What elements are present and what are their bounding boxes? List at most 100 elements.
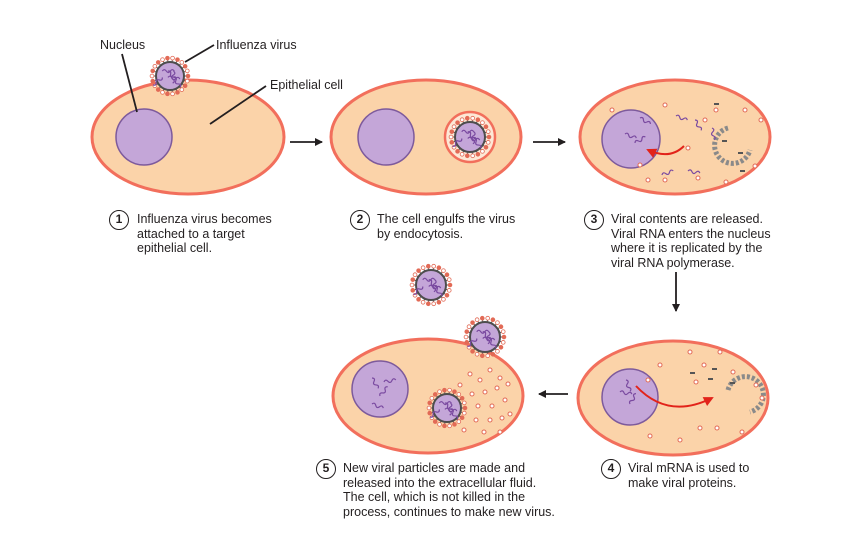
new-viral-particle xyxy=(482,389,488,395)
rna-strand xyxy=(473,137,482,149)
virus-spike-tip xyxy=(459,117,465,123)
new-viral-particle xyxy=(489,403,495,409)
viral-protein xyxy=(687,349,693,355)
rna-strand xyxy=(661,169,674,176)
virus-spike-tip xyxy=(501,334,507,340)
rna-strand xyxy=(471,131,476,145)
new-viral-particle xyxy=(469,391,475,397)
step-5-caption: New viral particles are made and release… xyxy=(343,461,555,519)
rna-strand xyxy=(152,77,163,86)
viral-protein xyxy=(657,362,663,368)
virus-spike-tip xyxy=(447,387,452,393)
virus-spike-tip xyxy=(485,315,491,321)
viral-protein xyxy=(645,377,651,383)
step-3-badge: 3 xyxy=(584,210,604,230)
step-2-caption: The cell engulfs the virus by endocytosi… xyxy=(377,212,515,241)
protein-fragment xyxy=(714,103,719,105)
protein-fragment xyxy=(740,170,745,172)
virus-spike-tip xyxy=(475,117,481,123)
protein-fragment xyxy=(722,140,727,142)
new-viral-particle xyxy=(487,367,493,373)
viral-protein xyxy=(701,362,707,368)
virus-pointer xyxy=(184,44,215,63)
cell-step-3 xyxy=(578,78,772,196)
virus-spike-tip xyxy=(426,405,432,411)
label-influenza-virus: Influenza virus xyxy=(216,38,297,52)
nucleus-pointer xyxy=(121,53,138,113)
rna-strand xyxy=(486,331,491,345)
virus-spike-tip xyxy=(448,134,454,140)
virus-spike-tip xyxy=(461,410,467,416)
viral-particle xyxy=(695,175,701,181)
virus-engulfed-step-2 xyxy=(448,115,492,159)
step-4-caption: Viral mRNA is used to make viral protein… xyxy=(628,461,749,490)
rna-strand xyxy=(434,285,443,297)
virus-spike-tip xyxy=(474,351,480,357)
new-viral-particle xyxy=(473,417,479,423)
virus-spike-tip xyxy=(432,419,438,424)
viral-protein xyxy=(693,379,699,385)
virus-spike-tip xyxy=(464,153,470,159)
viral-particle xyxy=(713,107,719,113)
virus-spike-tip xyxy=(175,57,180,62)
cell-step-2 xyxy=(329,78,523,196)
virus-spike-tip xyxy=(441,297,446,302)
virus-spike-tip xyxy=(456,392,462,397)
step-4-line: Viral mRNA is used to xyxy=(628,461,750,475)
virus-spike-tip xyxy=(452,389,457,394)
broken-endosome-step-4 xyxy=(725,374,766,415)
virus-spike-tip xyxy=(416,297,421,302)
rna-strand xyxy=(422,277,436,282)
rna-strand xyxy=(467,338,478,347)
viral-protein xyxy=(714,425,720,431)
rna-strand xyxy=(452,138,463,147)
viral-protein xyxy=(759,395,765,401)
virus-spike-tip xyxy=(184,78,190,84)
virus-spike-tip xyxy=(152,63,158,69)
nucleus-step-3 xyxy=(601,109,661,169)
virus-spike-tip xyxy=(498,324,504,330)
virus-spike-tip xyxy=(410,277,416,282)
virus-spike-tip xyxy=(420,299,426,305)
rna-strand xyxy=(619,390,633,396)
virus-spike-tip xyxy=(170,91,175,97)
viral-protein xyxy=(739,429,745,435)
step-5-line: released into the extracellular fluid. xyxy=(343,475,537,490)
virus-spike-tip xyxy=(150,78,156,84)
new-viral-particle xyxy=(481,429,487,435)
virus-spike-tip xyxy=(474,317,480,323)
viral-particle xyxy=(723,179,729,185)
virus-spike-tip xyxy=(165,91,170,97)
virus-spike-tip xyxy=(444,292,450,298)
virus-spike-tip xyxy=(425,263,431,269)
step-2-badge: 2 xyxy=(350,210,370,230)
protein-fragment xyxy=(708,378,713,380)
step-1-badge: 1 xyxy=(109,210,129,230)
virus-spike-tip xyxy=(170,55,175,61)
virus-spike-tip xyxy=(490,317,496,323)
new-viral-particle xyxy=(487,417,493,423)
virus-spike-tip xyxy=(441,268,446,273)
viral-particle xyxy=(662,177,668,183)
viral-particle xyxy=(637,162,643,168)
new-viral-particle xyxy=(505,381,511,387)
virus-spike-tip xyxy=(436,265,442,271)
virus-spike-tip xyxy=(185,73,191,79)
viral-particle xyxy=(758,117,764,123)
rna-strand xyxy=(167,75,181,81)
virus-spike-tip xyxy=(464,115,470,121)
step-5-line: New viral particles are made and xyxy=(343,461,526,475)
rna-strand xyxy=(383,378,397,384)
step-3-caption: Viral contents are released. Viral RNA e… xyxy=(611,212,771,270)
virus-spike-tip xyxy=(470,349,475,354)
nucleus-step-2 xyxy=(357,108,415,166)
viral-particle xyxy=(702,117,708,123)
virus-spike-tip xyxy=(436,299,442,305)
rna-strand xyxy=(625,379,632,392)
virus-spike-tip xyxy=(479,353,485,359)
viral-particle xyxy=(685,145,691,151)
virus-spike-tip xyxy=(464,340,470,345)
rna-strand xyxy=(624,132,637,139)
nucleus-step-5 xyxy=(351,360,409,418)
virus-spike-tip xyxy=(451,124,457,130)
